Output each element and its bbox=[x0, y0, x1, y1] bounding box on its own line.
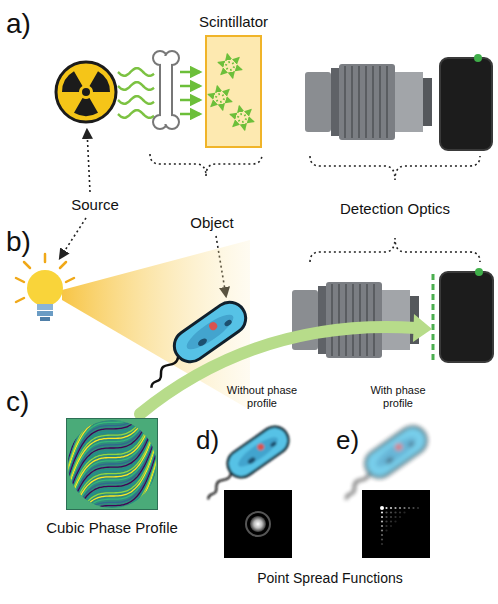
scintillator-box: Scintillator bbox=[205, 35, 262, 148]
psf-airy-pattern bbox=[380, 506, 419, 545]
camera-lens bbox=[292, 282, 419, 358]
camera-body bbox=[440, 58, 492, 150]
camera-led bbox=[475, 268, 483, 276]
phase-mask-plane bbox=[432, 274, 435, 362]
panel-letter: b) bbox=[6, 226, 31, 258]
light-bulb bbox=[16, 254, 74, 321]
psf-ring bbox=[246, 512, 270, 536]
image-caption: Without phase profile bbox=[220, 384, 304, 409]
image-caption: With phase profile bbox=[356, 384, 440, 409]
figure-caption: Point Spread Functions bbox=[257, 570, 403, 586]
part-label: Source bbox=[71, 196, 119, 213]
panel-letter: e) bbox=[336, 426, 359, 456]
scintillation-bursts bbox=[209, 54, 254, 129]
psf-image bbox=[224, 490, 292, 558]
phase-profile-box: Cubic Phase Profile bbox=[66, 418, 158, 510]
bone bbox=[153, 51, 179, 129]
node-label: Cubic Phase Profile bbox=[46, 519, 178, 536]
phase-contours bbox=[66, 342, 158, 584]
part-label: Detection Optics bbox=[340, 200, 450, 217]
part-label: Object bbox=[190, 214, 233, 231]
camera-led bbox=[474, 54, 482, 62]
camera-lens bbox=[305, 64, 432, 140]
radiation-source bbox=[56, 62, 116, 122]
brackets bbox=[60, 130, 480, 296]
scintillator-fill bbox=[205, 35, 262, 148]
panel-letter: a) bbox=[6, 8, 31, 40]
psf-image bbox=[362, 490, 430, 558]
camera-body bbox=[440, 272, 493, 362]
psf-spot bbox=[250, 516, 266, 532]
panel-letter: d) bbox=[196, 426, 219, 456]
node-label: Scintillator bbox=[199, 13, 268, 30]
panel-letter: c) bbox=[6, 386, 29, 418]
